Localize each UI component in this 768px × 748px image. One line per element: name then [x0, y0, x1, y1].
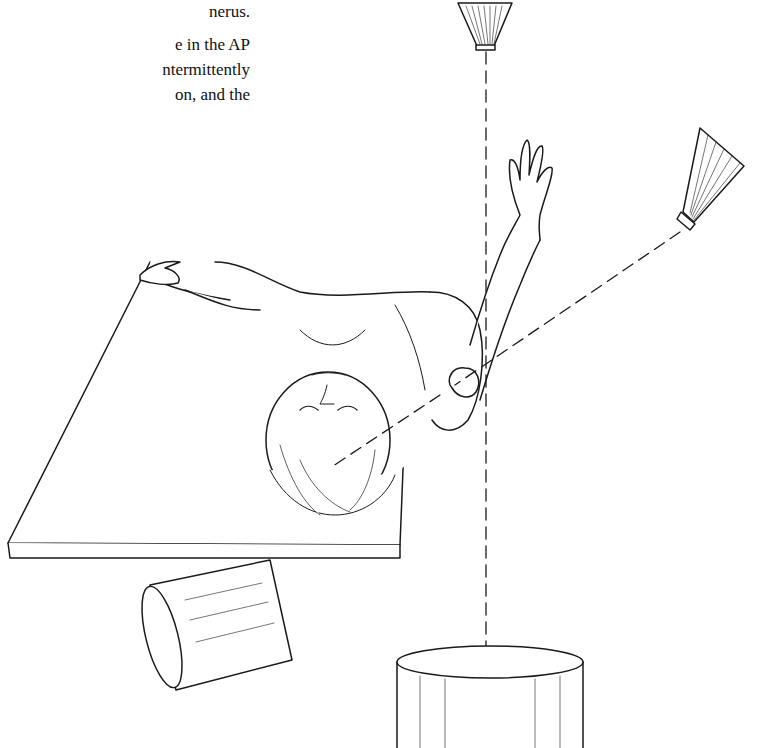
- image-intensifier: [134, 560, 292, 691]
- caption-text: ntermittently: [162, 60, 250, 80]
- image-intensifier: [397, 646, 583, 748]
- caption-text: on, and the: [175, 85, 250, 105]
- patient-body: [140, 140, 552, 515]
- caption-text: e in the AP: [175, 35, 250, 55]
- caption-text: nerus.: [209, 2, 250, 22]
- xray-beam: [330, 52, 680, 655]
- xray-source: [677, 128, 744, 230]
- xray-source: [458, 3, 512, 50]
